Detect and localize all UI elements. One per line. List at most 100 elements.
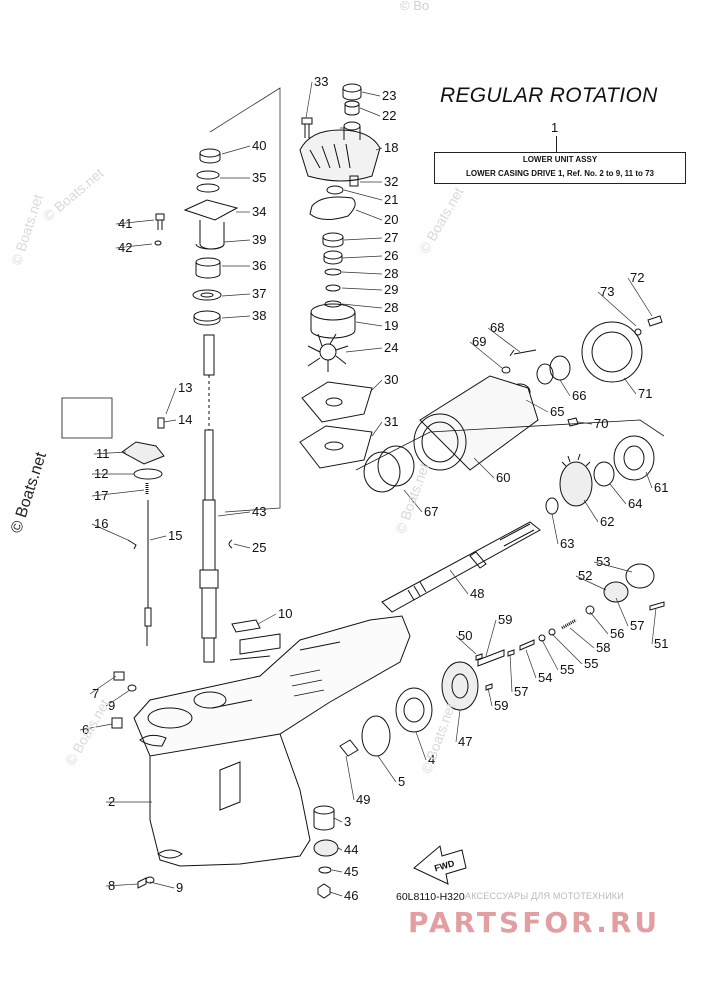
callout-leader: [341, 303, 383, 309]
callout-25: 25: [252, 540, 266, 555]
callout-37: 37: [252, 286, 266, 301]
prop-shaft-housing-group: [355, 315, 665, 515]
shop-tagline: АКСЕССУАРЫ ДЛЯ МОТОТЕХНИКИ: [465, 891, 624, 901]
callout-leader: [627, 277, 653, 317]
propeller-shaft: [381, 521, 541, 613]
callout-leader: [89, 675, 117, 695]
callout-55: 55: [560, 662, 574, 677]
callout-45: 45: [344, 864, 358, 879]
callout-leader: [487, 687, 493, 707]
callout-leader: [355, 321, 383, 327]
callout-leader: [415, 731, 427, 761]
callout-leader: [79, 723, 113, 731]
callout-leader: [221, 293, 251, 297]
callout-leader: [577, 421, 593, 425]
callout-leader: [403, 489, 423, 513]
callout-leader: [473, 457, 495, 479]
callout-44: 44: [344, 842, 358, 857]
fwd-arrow-icon: FWD: [413, 845, 467, 885]
clutch-group: [361, 563, 665, 757]
callout-28: 28: [384, 266, 398, 281]
assembly-box: LOWER UNIT ASSY LOWER CASING DRIVE 1, Re…: [434, 152, 686, 184]
callout-leader: [341, 271, 383, 275]
callout-33: 33: [314, 74, 328, 89]
callout-leader: [345, 347, 383, 353]
leader-lines: [209, 87, 345, 513]
callout-leader: [449, 569, 469, 595]
callout-22: 22: [382, 108, 396, 123]
callout-72: 72: [630, 270, 644, 285]
callout-leaders: [79, 81, 657, 897]
callout-64: 64: [628, 496, 642, 511]
callout-71: 71: [638, 386, 652, 401]
callout-leader: [361, 91, 381, 97]
callout-9: 9: [108, 698, 115, 713]
callout-leader: [569, 627, 595, 649]
callout-17: 17: [94, 488, 108, 503]
callout-20: 20: [384, 212, 398, 227]
callout-65: 65: [550, 404, 564, 419]
callout-leader: [91, 489, 145, 497]
callout-69: 69: [472, 334, 486, 349]
callout-43: 43: [252, 504, 266, 519]
callout-leader: [345, 755, 355, 801]
callout-leader: [115, 243, 153, 249]
callout-leader: [165, 387, 177, 415]
callout-30: 30: [384, 372, 398, 387]
callout-10: 10: [278, 606, 292, 621]
callout-31: 31: [384, 414, 398, 429]
callout-66: 66: [572, 388, 586, 403]
callout-leader: [487, 327, 521, 353]
callout-5: 5: [398, 774, 405, 789]
callout-leader: [341, 287, 383, 291]
callout-leader: [331, 869, 343, 873]
callout-67: 67: [424, 504, 438, 519]
brand-watermark: PARTSFOR.RU: [408, 906, 661, 939]
callout-35: 35: [252, 170, 266, 185]
callout-leader: [509, 653, 513, 693]
callout-56: 56: [610, 626, 624, 641]
callout-leader: [609, 483, 627, 505]
callout-leader: [223, 239, 251, 243]
callout-leader: [233, 543, 251, 549]
drive-shaft-group: [154, 148, 239, 663]
callout-3: 3: [344, 814, 351, 829]
callout-leader: [91, 523, 129, 541]
callout-26: 26: [384, 248, 398, 263]
callout-leader: [593, 561, 633, 573]
callout-14: 14: [178, 412, 192, 427]
callout-50: 50: [458, 628, 472, 643]
callout-73: 73: [600, 284, 614, 299]
callout-leader: [163, 419, 177, 423]
callout-leader: [337, 847, 343, 851]
callout-leader: [551, 513, 559, 545]
callout-leader: [455, 635, 477, 655]
callout-leader: [583, 499, 599, 523]
callout-leader: [623, 377, 637, 395]
callout-2: 2: [108, 794, 115, 809]
callout-59: 59: [494, 698, 508, 713]
callout-leader: [257, 613, 277, 625]
callout-leader: [589, 611, 609, 635]
callout-leader: [615, 597, 629, 627]
callout-60: 60: [496, 470, 510, 485]
callout-leader: [217, 511, 251, 517]
callout-27: 27: [384, 230, 398, 245]
callout-70: 70: [594, 416, 608, 431]
callout-4: 4: [428, 752, 435, 767]
callout-numbers: 3323221832212027262829281924303140353441…: [82, 74, 668, 903]
callout-62: 62: [600, 514, 614, 529]
pinion-group: [313, 739, 359, 899]
callout-16: 16: [94, 516, 108, 531]
callout-38: 38: [252, 308, 266, 323]
callout-leader: [559, 379, 571, 397]
callout-57: 57: [630, 618, 644, 633]
callout-leader: [525, 649, 537, 679]
callout-52: 52: [578, 568, 592, 583]
small-parts: [111, 619, 261, 889]
callout-46: 46: [344, 888, 358, 903]
callout-leader: [93, 451, 127, 455]
water-pump-group: [299, 83, 381, 469]
callout-54: 54: [538, 670, 552, 685]
callout-58: 58: [596, 640, 610, 655]
